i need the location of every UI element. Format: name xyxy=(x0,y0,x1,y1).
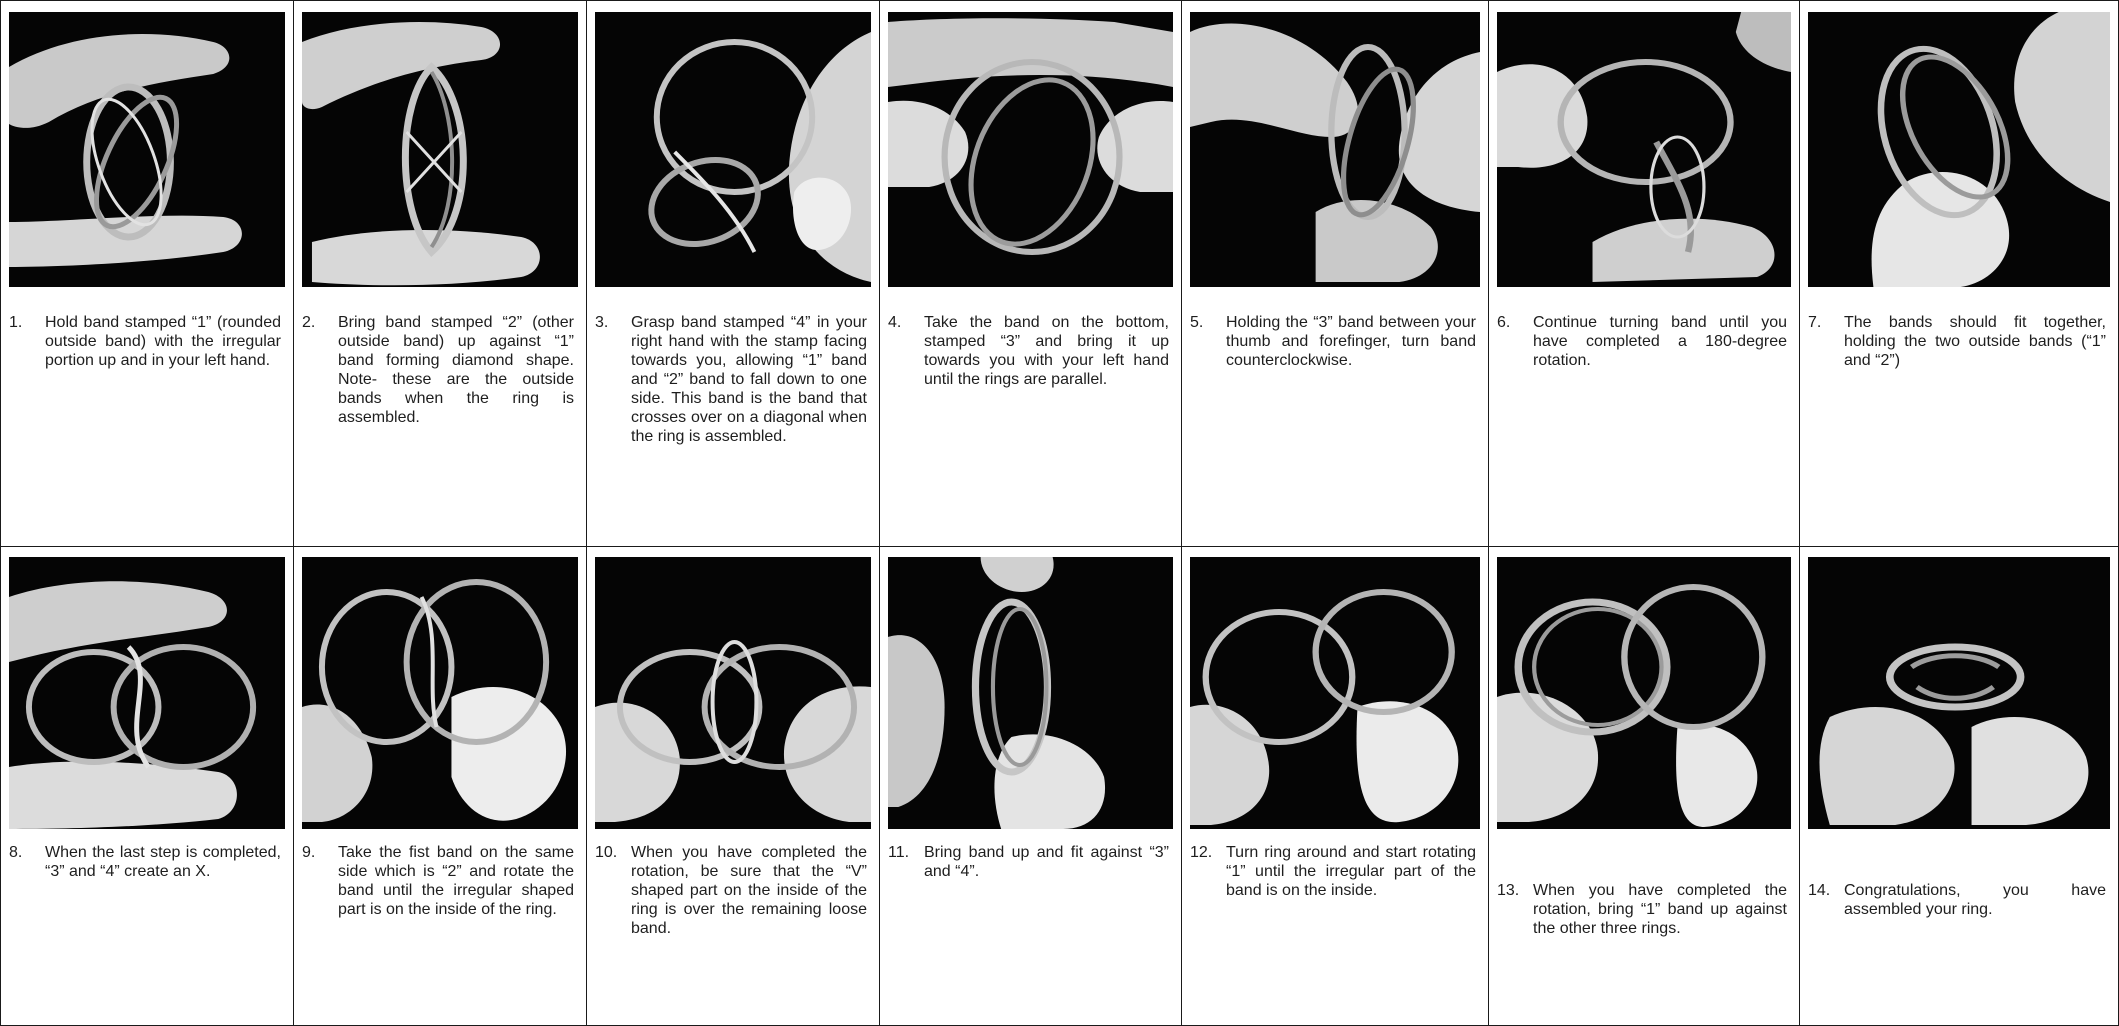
step-panel-2: 2. Bring band stamped “2” (other outside… xyxy=(294,1,587,547)
step-11: 11. Bring band up and fit against “3” an… xyxy=(888,843,1169,881)
step-10: 10. When you have completed the rotation… xyxy=(595,843,867,938)
step-number: 4. xyxy=(888,313,901,332)
step-3: 3. Grasp band stamped “4” in your right … xyxy=(595,313,867,446)
step-photo-5 xyxy=(1190,12,1480,287)
step-number: 12. xyxy=(1190,843,1212,862)
step-number: 1. xyxy=(9,313,22,332)
step-photo-13 xyxy=(1497,557,1791,829)
step-panel-9: 9. Take the fist band on the same side w… xyxy=(294,547,587,1025)
step-number: 3. xyxy=(595,313,608,332)
step-photo-7 xyxy=(1808,12,2110,287)
step-panel-3: 3. Grasp band stamped “4” in your right … xyxy=(587,1,880,547)
step-panel-1: 1. Hold band stamped “1” (rounded outsid… xyxy=(1,1,294,547)
step-photo-1 xyxy=(9,12,285,287)
step-photo-8 xyxy=(9,557,285,829)
step-panel-4: 4. Take the band on the bottom, stamped … xyxy=(880,1,1182,547)
step-photo-6 xyxy=(1497,12,1791,287)
step-panel-10: 10. When you have completed the rotation… xyxy=(587,547,880,1025)
step-photo-4 xyxy=(888,12,1173,287)
step-6: 6. Continue turning band until you have … xyxy=(1497,313,1787,370)
step-number: 9. xyxy=(302,843,315,862)
step-text: The bands should fit together, holding t… xyxy=(1844,313,2106,370)
step-photo-11 xyxy=(888,557,1173,829)
step-text: Holding the “3” band between your thumb … xyxy=(1226,313,1476,370)
step-panel-14: 14. Congratulations, you have assembled … xyxy=(1800,547,2118,1025)
step-text: When the last step is completed, “3” and… xyxy=(45,843,281,881)
step-text: Turn ring around and start rotating “1” … xyxy=(1226,843,1476,900)
step-photo-10 xyxy=(595,557,871,829)
step-4: 4. Take the band on the bottom, stamped … xyxy=(888,313,1169,389)
step-panel-5: 5. Holding the “3” band between your thu… xyxy=(1182,1,1489,547)
step-12: 12. Turn ring around and start rotating … xyxy=(1190,843,1476,900)
step-panel-13: 13. When you have completed the rotation… xyxy=(1489,547,1800,1025)
step-panel-8: 8. When the last step is completed, “3” … xyxy=(1,547,294,1025)
step-14: 14. Congratulations, you have assembled … xyxy=(1808,881,2106,919)
step-photo-2 xyxy=(302,12,578,287)
step-9: 9. Take the fist band on the same side w… xyxy=(302,843,574,919)
step-text: Congratulations, you have assembled your… xyxy=(1844,881,2106,919)
step-text: Grasp band stamped “4” in your right han… xyxy=(631,313,867,446)
step-7: 7. The bands should fit together, holdin… xyxy=(1808,313,2106,370)
step-1: 1. Hold band stamped “1” (rounded outsid… xyxy=(9,313,281,370)
step-text: Take the band on the bottom, stamped “3”… xyxy=(924,313,1169,389)
step-number: 6. xyxy=(1497,313,1510,332)
step-text: When you have completed the rotation, br… xyxy=(1533,881,1787,938)
step-number: 2. xyxy=(302,313,315,332)
step-text: Bring band up and fit against “3” and “4… xyxy=(924,843,1169,881)
step-panel-12: 12. Turn ring around and start rotating … xyxy=(1182,547,1489,1025)
step-panel-7: 7. The bands should fit together, holdin… xyxy=(1800,1,2118,547)
step-panel-6: 6. Continue turning band until you have … xyxy=(1489,1,1800,547)
step-text: Bring band stamped “2” (other outside ba… xyxy=(338,313,574,427)
step-number: 7. xyxy=(1808,313,1821,332)
step-number: 5. xyxy=(1190,313,1203,332)
step-number: 13. xyxy=(1497,881,1519,900)
step-number: 10. xyxy=(595,843,617,862)
step-2: 2. Bring band stamped “2” (other outside… xyxy=(302,313,574,427)
step-text: Take the fist band on the same side whic… xyxy=(338,843,574,919)
step-8: 8. When the last step is completed, “3” … xyxy=(9,843,281,881)
step-text: Continue turning band until you have com… xyxy=(1533,313,1787,370)
step-text: Hold band stamped “1” (rounded outside b… xyxy=(45,313,281,370)
step-number: 8. xyxy=(9,843,22,862)
step-photo-12 xyxy=(1190,557,1480,829)
step-photo-3 xyxy=(595,12,871,287)
step-photo-9 xyxy=(302,557,578,829)
step-photo-14 xyxy=(1808,557,2110,829)
step-13: 13. When you have completed the rotation… xyxy=(1497,881,1787,938)
step-text: When you have completed the rotation, be… xyxy=(631,843,867,938)
step-5: 5. Holding the “3” band between your thu… xyxy=(1190,313,1476,370)
step-number: 11. xyxy=(888,843,909,862)
step-number: 14. xyxy=(1808,881,1830,900)
step-panel-11: 11. Bring band up and fit against “3” an… xyxy=(880,547,1182,1025)
